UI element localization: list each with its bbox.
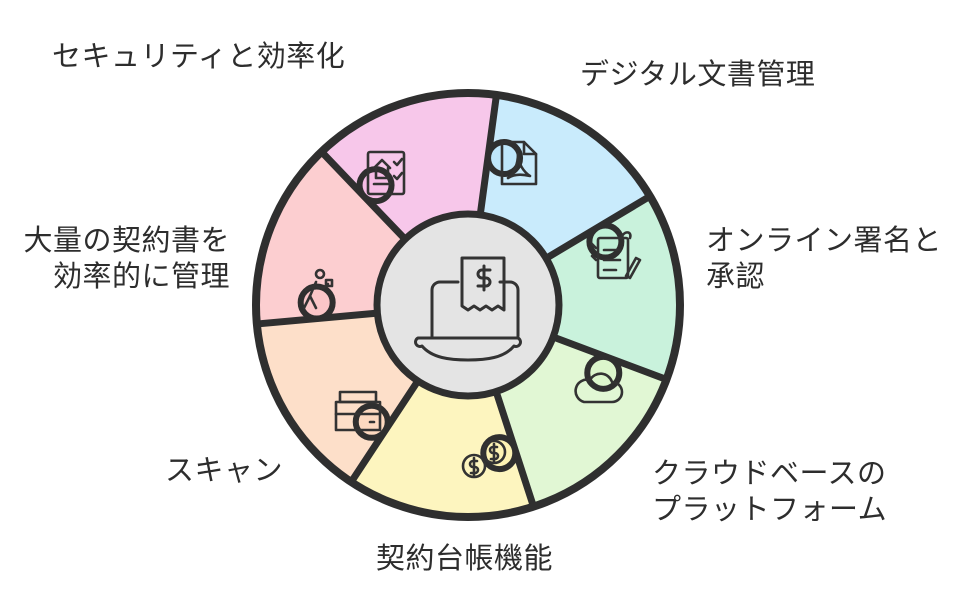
segment-digital-docs	[480, 96, 649, 259]
center-circle	[373, 210, 563, 400]
laptop-invoice-icon	[414, 256, 522, 362]
label-ledger: 契約台帳機能	[376, 541, 554, 575]
pdf-file-icon	[500, 140, 538, 186]
segment-bulk	[258, 153, 406, 324]
segment-cloud	[496, 336, 665, 505]
label-digital-docs: デジタル文書管理	[580, 57, 816, 91]
label-bulk: 大量の契約書を 効率的に管理	[23, 223, 230, 293]
label-online-sign: オンライン署名と 承認	[706, 223, 943, 293]
coins-icon	[461, 439, 507, 479]
cloud-icon	[574, 372, 624, 404]
document-checklist-icon	[366, 150, 406, 196]
label-cloud: クラウドベースの プラットフォーム	[652, 456, 888, 526]
scanner-icon	[334, 390, 382, 432]
label-scan: スキャン	[165, 453, 284, 487]
person-lifting-icon	[302, 268, 334, 310]
puzzle-knob	[586, 222, 625, 261]
segment-security	[322, 94, 497, 240]
signing-checklist-icon	[590, 231, 642, 280]
label-security: セキュリティと効率化	[52, 39, 346, 73]
